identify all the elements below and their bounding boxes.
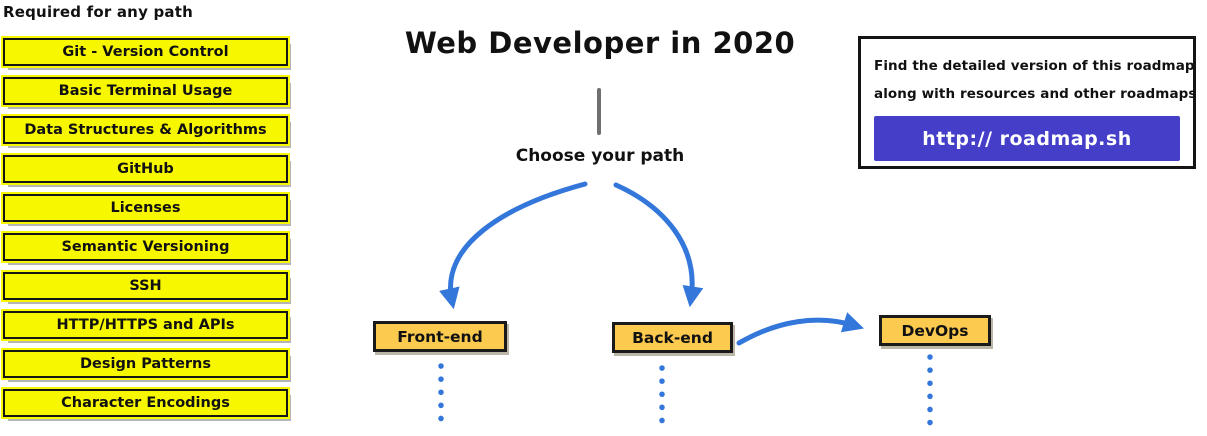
required-item: Character Encodings	[3, 389, 288, 417]
choose-path-label: Choose your path	[515, 146, 685, 166]
required-item: HTTP/HTTPS and APIs	[3, 311, 288, 339]
required-item-label: Semantic Versioning	[61, 239, 230, 255]
path-node-frontend: Front-end	[373, 321, 507, 352]
required-item: Basic Terminal Usage	[3, 77, 288, 105]
required-item-label: Data Structures & Algorithms	[24, 122, 267, 138]
required-item: Licenses	[3, 194, 288, 222]
info-line-1: Find the detailed version of this roadma…	[874, 58, 1195, 74]
required-item-label: HTTP/HTTPS and APIs	[56, 317, 235, 333]
title-stem-line	[597, 88, 601, 135]
path-node-backend: Back-end	[612, 322, 733, 353]
required-item: GitHub	[3, 155, 288, 183]
required-section-heading: Required for any path	[3, 3, 193, 21]
required-item-label: Basic Terminal Usage	[58, 83, 233, 99]
roadmap-url-button[interactable]: http:// roadmap.sh	[874, 116, 1180, 161]
info-box: Find the detailed version of this roadma…	[858, 36, 1196, 169]
required-item-label: Design Patterns	[79, 356, 212, 372]
required-item: Design Patterns	[3, 350, 288, 378]
required-item: SSH	[3, 272, 288, 300]
required-item-label: SSH	[129, 278, 162, 294]
required-item-label: Git - Version Control	[62, 44, 229, 60]
path-node-devops: DevOps	[879, 315, 991, 346]
arrow-backend-to-devops	[736, 312, 865, 346]
required-item-label: Licenses	[110, 200, 181, 216]
required-item: Git - Version Control	[3, 38, 288, 66]
page-title: Web Developer in 2020	[404, 26, 796, 60]
required-item-label: Character Encodings	[61, 395, 230, 411]
required-item: Data Structures & Algorithms	[3, 116, 288, 144]
arrow-choose-to-backend	[613, 182, 704, 308]
required-list: Git - Version Control Basic Terminal Usa…	[3, 38, 288, 417]
required-item: Semantic Versioning	[3, 233, 288, 261]
arrow-choose-to-frontend	[439, 181, 588, 310]
info-line-2: along with resources and other roadmaps	[874, 86, 1197, 102]
required-item-label: GitHub	[117, 161, 174, 177]
